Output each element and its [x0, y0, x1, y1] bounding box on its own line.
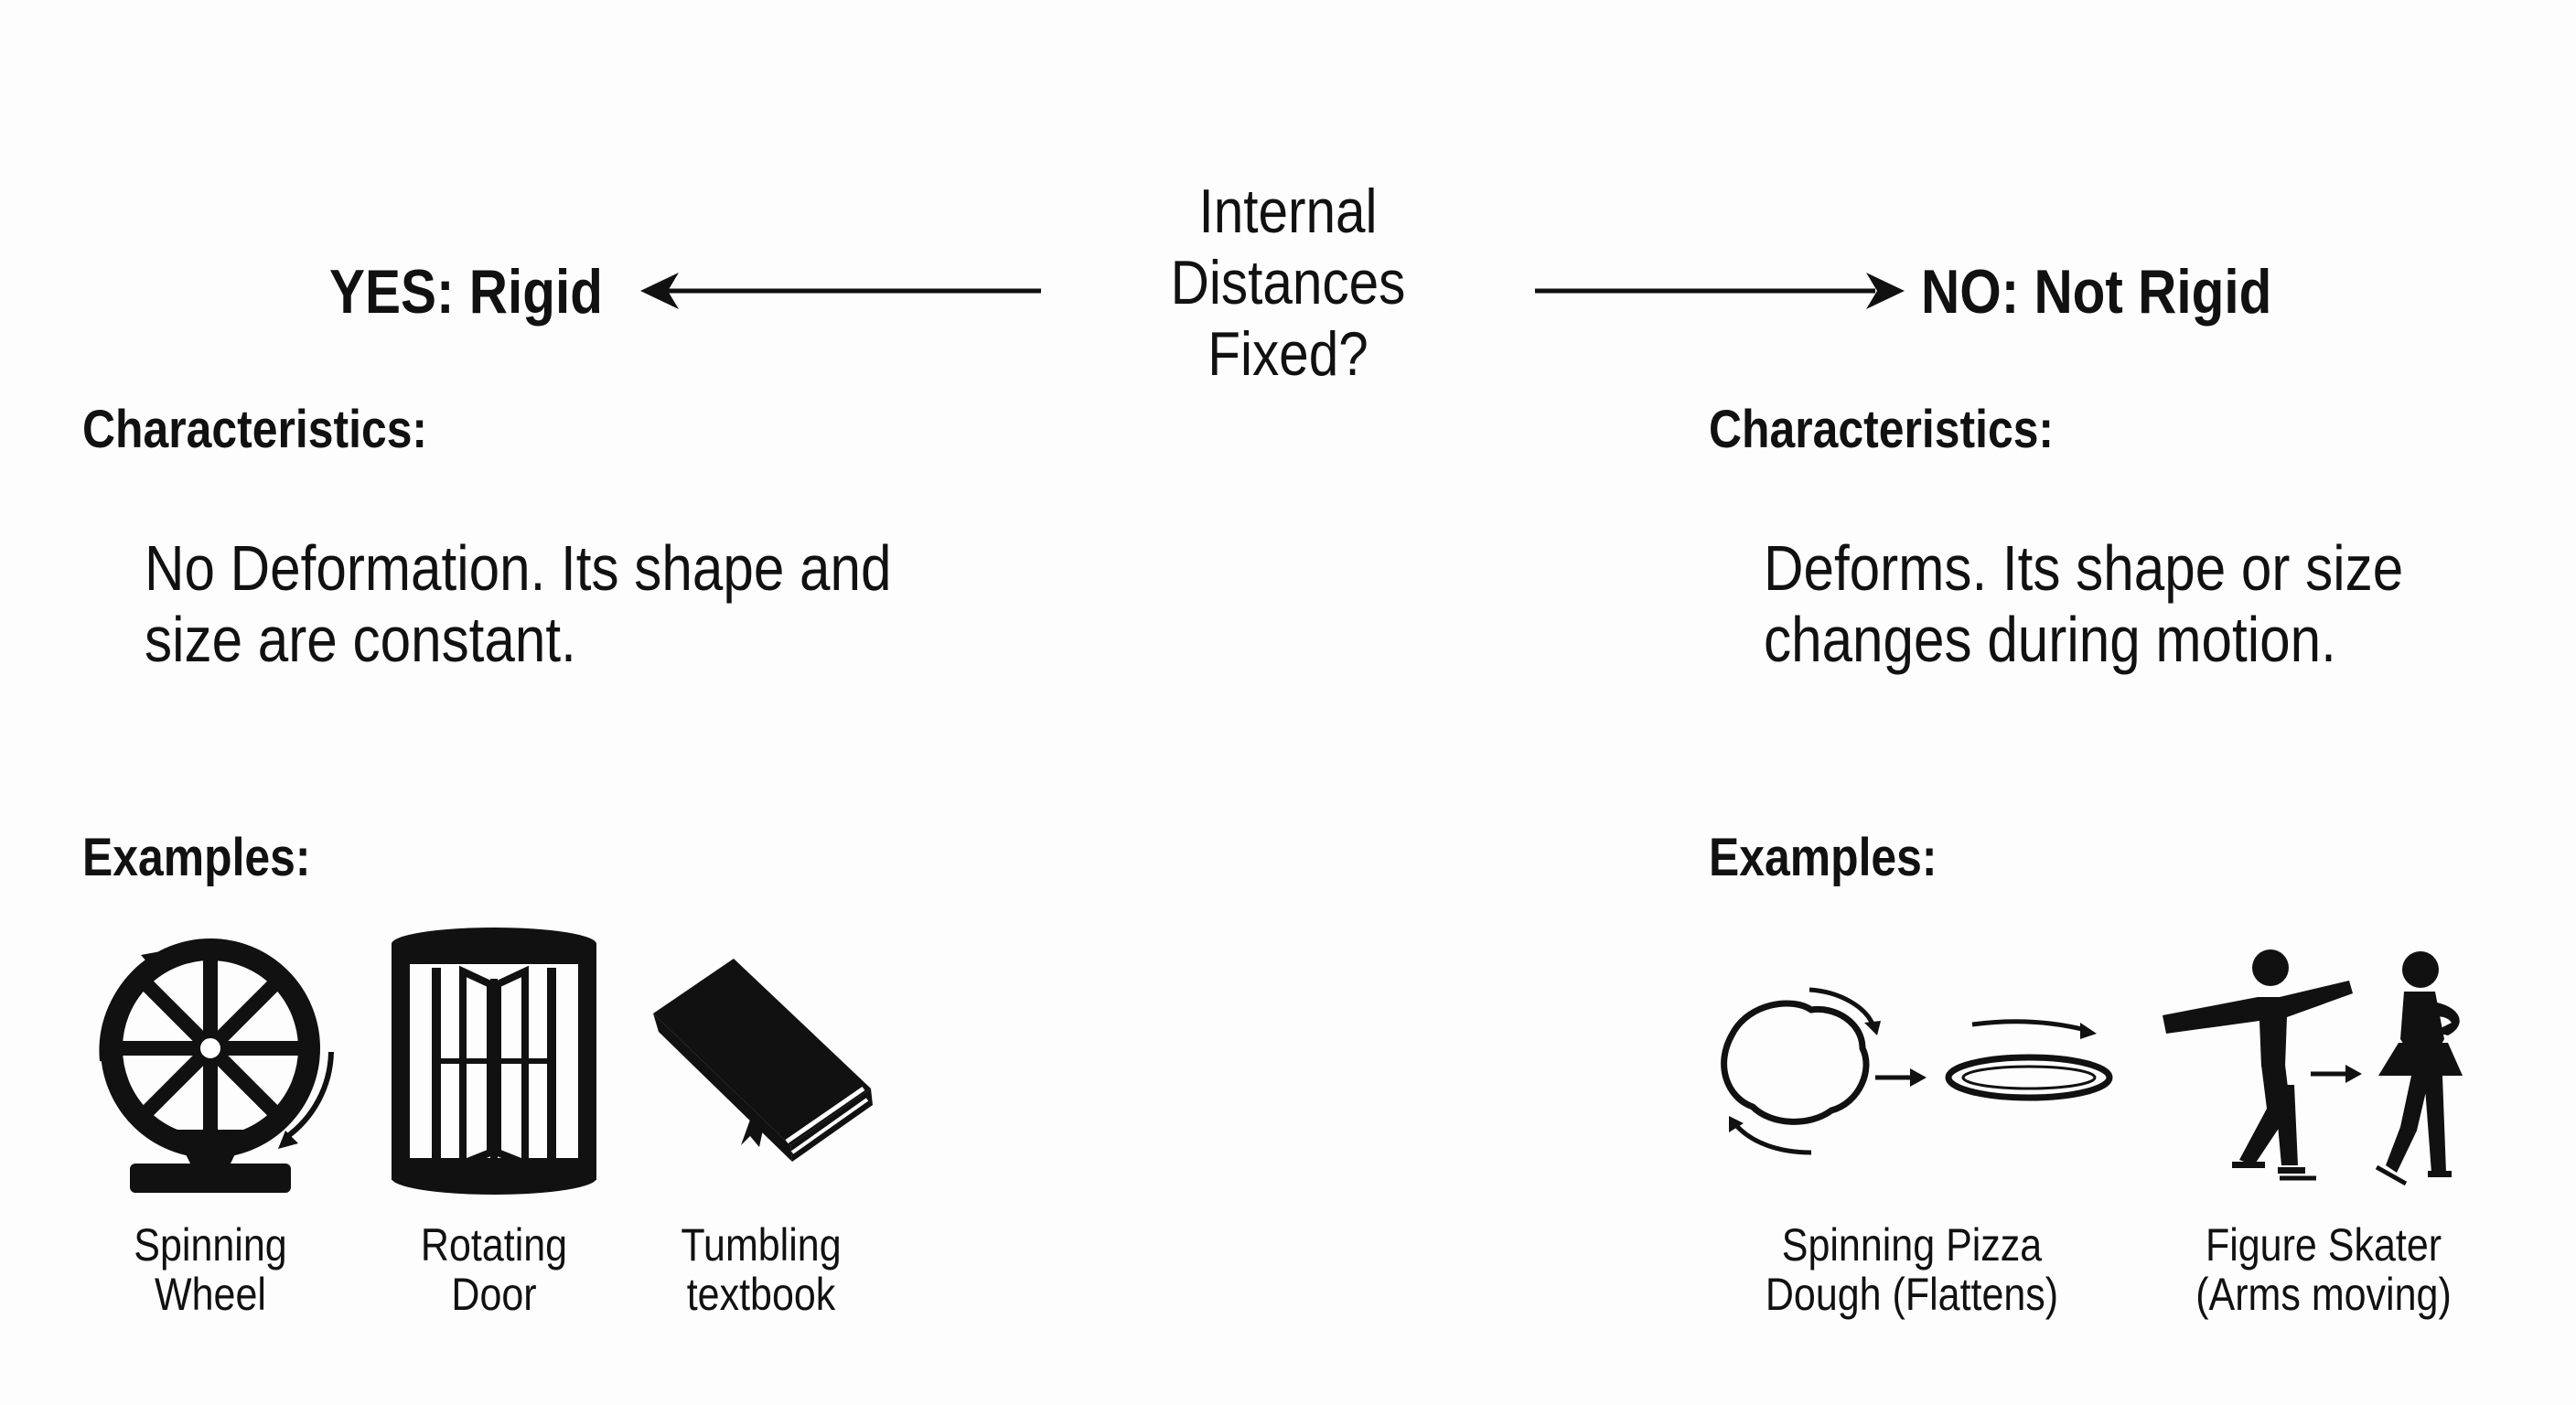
not-rigid-description-line-1: Deforms. Its shape or size: [1764, 532, 2404, 604]
rigid-title: YES: Rigid: [329, 257, 603, 327]
caption-line: Tumbling: [681, 1219, 842, 1271]
not-rigid-description-line-2: changes during motion.: [1764, 604, 2336, 675]
example-caption-rotating-door: Rotating Door: [376, 1220, 612, 1319]
not-rigid-examples-label: Examples:: [1709, 828, 1937, 887]
question-line-3: Fixed?: [1208, 319, 1368, 389]
rigid-description-line-2: size are constant.: [145, 604, 576, 675]
example-caption-tumbling-textbook: Tumbling textbook: [643, 1220, 879, 1319]
revolving-door-icon: [392, 928, 596, 1195]
figure-skater-icon: [2163, 949, 2463, 1186]
caption-line: Dough (Flattens): [1765, 1269, 2059, 1320]
caption-line: (Arms moving): [2195, 1269, 2452, 1320]
example-caption-spinning-wheel: Spinning Wheel: [92, 1220, 328, 1319]
caption-line: Wheel: [155, 1269, 266, 1320]
example-caption-pizza-dough: Spinning Pizza Dough (Flattens): [1746, 1220, 2077, 1319]
rigid-characteristics-label: Characteristics:: [82, 400, 428, 459]
arrow-right-to-not-rigid: [1535, 273, 1905, 309]
rigid-description-line-1: No Deformation. Its shape and: [145, 532, 892, 604]
arrow-left-to-rigid: [640, 273, 1041, 309]
spinning-wheel-icon: [99, 938, 334, 1193]
rigid-description: No Deformation. Its shape and size are c…: [145, 532, 955, 675]
question-line-1: Internal: [1198, 177, 1378, 246]
rigid-examples-label: Examples:: [82, 828, 311, 887]
caption-line: textbook: [686, 1269, 836, 1320]
pizza-dough-icon: [1721, 987, 2113, 1155]
caption-line: Figure Skater: [2205, 1219, 2442, 1271]
caption-line: Door: [451, 1269, 537, 1320]
book-icon: [653, 959, 873, 1162]
question-line-2: Distances: [1170, 248, 1406, 317]
caption-line: Rotating: [420, 1219, 568, 1271]
not-rigid-characteristics-label: Characteristics:: [1709, 400, 2055, 459]
decision-question: Internal Distances Fixed?: [1131, 176, 1445, 390]
caption-line: Spinning: [134, 1219, 287, 1271]
caption-line: Spinning Pizza: [1781, 1219, 2043, 1271]
not-rigid-description: Deforms. Its shape or size changes durin…: [1764, 532, 2441, 675]
example-caption-figure-skater: Figure Skater (Arms moving): [2166, 1220, 2481, 1319]
not-rigid-title: NO: Not Rigid: [1921, 257, 2272, 327]
